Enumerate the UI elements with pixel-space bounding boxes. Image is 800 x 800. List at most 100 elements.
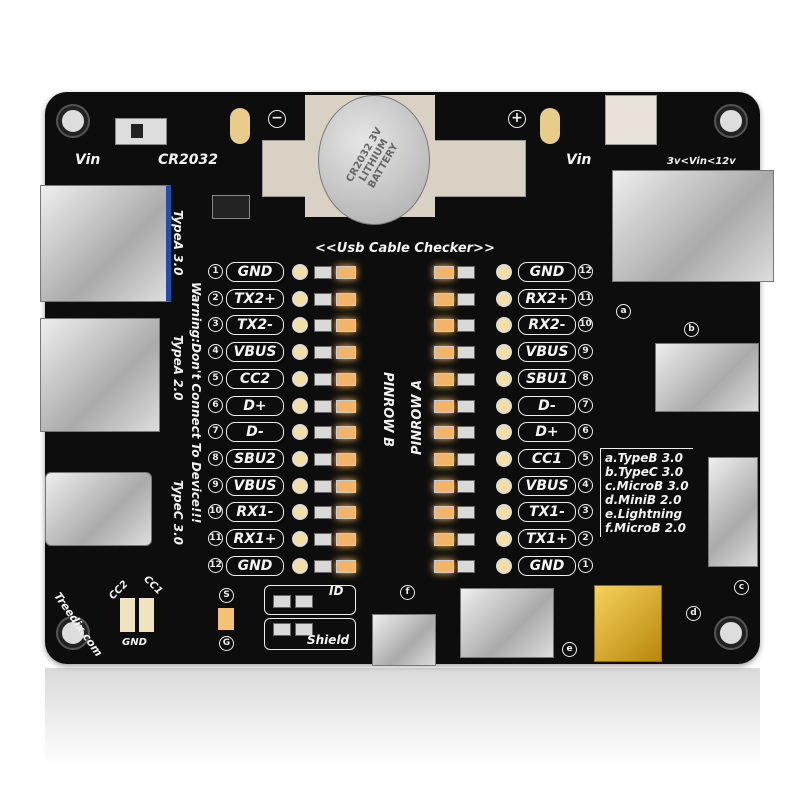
port-label-typec3: TypeC 3.0 [171, 480, 185, 545]
gnd-label: GND [122, 637, 147, 648]
legend-item: a.TypeB 3.0 [605, 451, 683, 465]
usb-typea-3-port[interactable] [40, 185, 171, 302]
pin-number: 1 [208, 264, 223, 279]
usb-minib-port[interactable] [594, 585, 662, 662]
port-letter-b: b [684, 322, 699, 337]
led [336, 479, 356, 493]
cc-test-pads [120, 598, 154, 632]
usb-typea-2-port[interactable] [40, 318, 160, 432]
pin-label: RX2+ [518, 288, 576, 309]
test-pad [292, 264, 308, 280]
led [434, 506, 454, 520]
led [434, 266, 454, 279]
led [457, 372, 475, 386]
led [434, 372, 454, 386]
test-pad [292, 290, 308, 307]
pin-label: SBU2 [226, 448, 284, 469]
led [434, 533, 454, 546]
led [314, 399, 332, 413]
led [336, 399, 356, 413]
legend-item: d.MiniB 2.0 [605, 493, 682, 507]
led [314, 292, 332, 306]
test-pad [496, 504, 512, 521]
led [457, 533, 475, 546]
board-title: <<Usb Cable Checker>> [315, 241, 495, 256]
test-pad [292, 397, 308, 414]
pinrow-a-label: PINROW A [410, 379, 425, 455]
led [434, 452, 454, 466]
usb-typec-3-port[interactable] [655, 343, 759, 412]
led [457, 292, 475, 306]
s-label: S [219, 588, 234, 603]
led [457, 426, 475, 440]
id-indicator: ID [264, 584, 356, 615]
pin-number: 3 [208, 317, 223, 333]
mounting-hole [716, 106, 746, 136]
pin-label: RX2- [518, 315, 576, 336]
test-pad [496, 557, 512, 574]
pin-label: TX2- [226, 315, 284, 336]
g-label: G [219, 636, 234, 651]
pin-number: 5 [578, 450, 593, 466]
test-pad [496, 264, 512, 280]
pin-number: 4 [208, 344, 223, 360]
usb-microb-2-port[interactable] [372, 614, 436, 666]
led [273, 623, 291, 636]
vin-connector[interactable] [605, 95, 657, 145]
pin-number: 1 [578, 557, 593, 573]
usb-typeb-3-port[interactable] [612, 170, 774, 282]
usb-microb-3-port[interactable] [708, 457, 758, 567]
pin-label: GND [518, 555, 576, 576]
power-switch[interactable] [115, 118, 167, 145]
battery-label: CR2032 [158, 152, 219, 168]
test-pad [496, 370, 512, 387]
vin-left-label: Vin [75, 152, 101, 168]
led [434, 479, 454, 493]
pin-label: SBU1 [518, 368, 576, 389]
pin-label: D- [226, 422, 284, 443]
port-letter-a: a [616, 304, 631, 319]
test-pad [496, 397, 512, 414]
led [336, 426, 356, 440]
led [314, 452, 332, 466]
lightning-port[interactable] [460, 588, 554, 658]
usb-typec-port[interactable] [45, 472, 152, 546]
port-letter-c: c [734, 580, 749, 595]
pin-number: 8 [208, 450, 223, 466]
led [434, 292, 454, 306]
led [457, 346, 475, 360]
led [434, 559, 454, 573]
test-pad [292, 450, 308, 467]
pin-label: TX2+ [226, 288, 284, 309]
port-label-typea2: TypeA 2.0 [171, 335, 185, 401]
test-pad [496, 290, 512, 307]
led [314, 266, 332, 279]
led [336, 372, 356, 386]
led [314, 479, 332, 493]
board-reflection [45, 668, 760, 778]
mounting-hole [58, 618, 88, 648]
test-pad [496, 477, 512, 494]
led [434, 319, 454, 333]
pin-label: VBUS [518, 342, 576, 363]
legend-item: e.Lightning [605, 507, 683, 521]
pin-number: 11 [578, 290, 593, 306]
test-pad [292, 344, 308, 361]
port-label-typea3: TypeA 3.0 [171, 210, 185, 276]
battery-pad [540, 108, 560, 144]
legend-item: b.TypeC 3.0 [605, 465, 684, 479]
led [434, 346, 454, 360]
id-label: ID [329, 584, 344, 598]
shield-pad [218, 608, 234, 630]
led [295, 623, 313, 636]
led [336, 559, 356, 573]
led [336, 533, 356, 546]
test-pad [292, 504, 308, 521]
pin-label: TX1- [518, 502, 576, 523]
test-pad [292, 424, 308, 441]
pin-number: 10 [208, 504, 223, 520]
shield-label: Shield [307, 633, 350, 647]
led [457, 479, 475, 493]
pin-label: VBUS [226, 342, 284, 363]
pin-number: 9 [208, 477, 223, 493]
